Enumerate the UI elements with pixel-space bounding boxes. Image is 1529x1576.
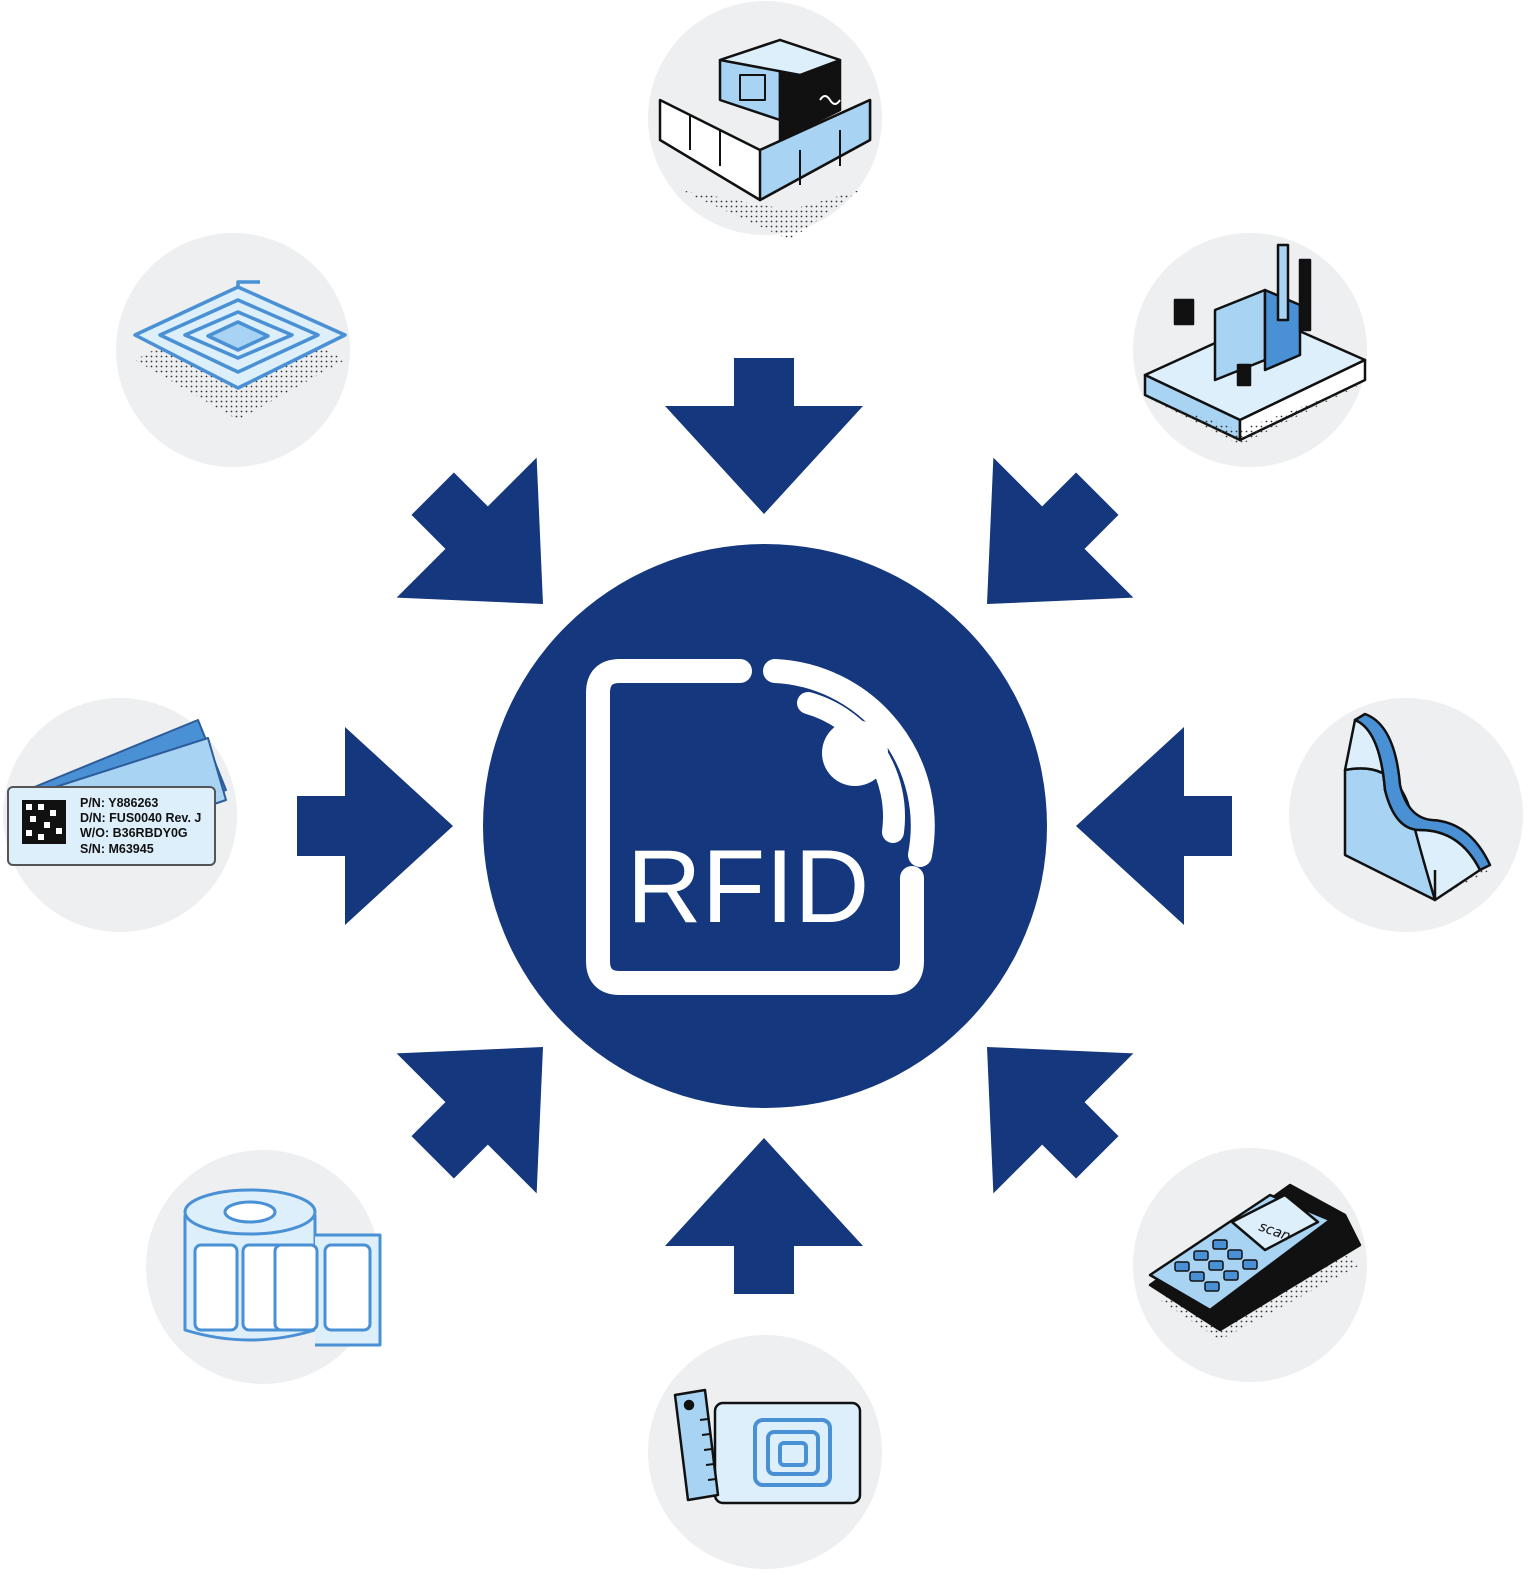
bubble-factory xyxy=(1133,233,1367,467)
handheld-scanner-icon: scan xyxy=(1148,1183,1362,1340)
bubble-scanner: scan xyxy=(1133,1148,1367,1382)
rfid-dot xyxy=(822,720,888,786)
label-roll-icon xyxy=(183,1188,382,1347)
bubble-pallet xyxy=(648,1,882,240)
bubble-label-roll xyxy=(146,1150,382,1384)
rfid-label: RFID xyxy=(627,829,870,945)
factory-icon xyxy=(1143,243,1367,445)
arrow-right xyxy=(1076,727,1232,925)
bubble-tag-card xyxy=(648,1335,882,1569)
bubble-shape xyxy=(1289,698,1523,932)
label-line-pn: P/N: Y886263 xyxy=(80,796,158,810)
bubble-labels: P/N: Y886263 D/N: FUS0040 Rev. J W/O: B3… xyxy=(3,698,237,932)
antenna-coil-icon xyxy=(133,280,347,420)
label-line-sn: S/N: M63945 xyxy=(80,842,154,856)
rfid-center: RFID xyxy=(483,544,1047,1108)
label-line-dn: D/N: FUS0040 Rev. J xyxy=(80,811,201,825)
label-line-wo: W/O: B36RBDY0G xyxy=(80,826,188,840)
arrow-bottom xyxy=(665,1138,863,1294)
arrow-left xyxy=(297,727,453,925)
pallet-boxes-icon xyxy=(658,38,872,240)
id-label-cards-icon xyxy=(7,719,227,866)
rfid-tag-card-icon xyxy=(673,1388,862,1505)
bubble-antenna xyxy=(116,233,350,467)
curved-shape-icon xyxy=(1343,712,1492,902)
arrow-top xyxy=(665,358,863,514)
